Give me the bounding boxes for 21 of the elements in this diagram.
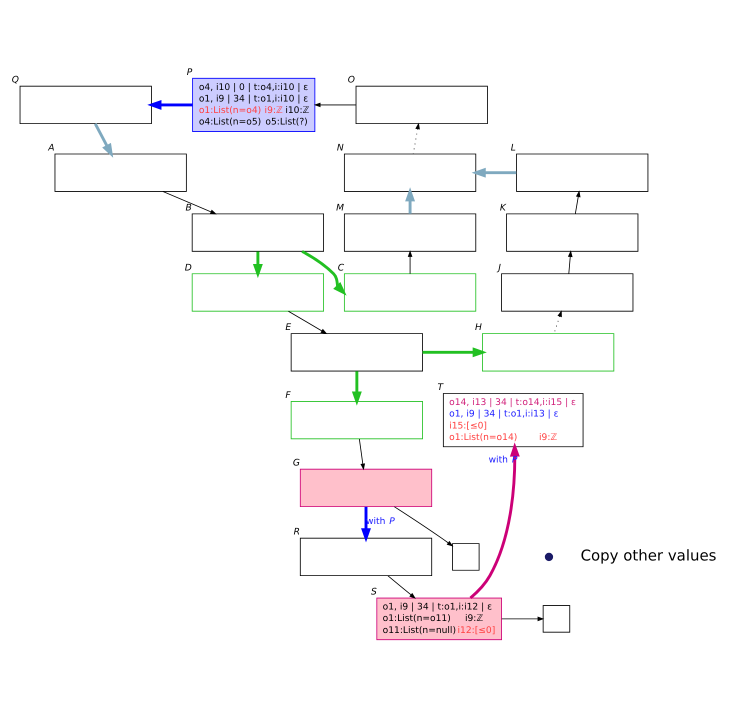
node-label: D [184,263,192,274]
node-label: A [48,143,55,154]
node-label: S [370,588,377,598]
node-label: F [285,390,291,401]
node-label: R [294,528,300,538]
node-label: H [474,323,482,334]
node-label: G [292,458,300,469]
node-label: P [186,68,192,78]
node-label: Q [12,76,19,86]
node-label: L [510,143,516,154]
node-label: C [338,263,344,274]
node-label: T [438,383,444,394]
node-label: B [186,203,192,214]
node-label: K [500,203,506,214]
edge-label: with P [488,455,518,466]
node-label: E [285,323,292,334]
node-label: N [336,143,344,154]
node-label: M [336,203,344,214]
label: Copy other values [580,546,716,565]
node-label: J [498,263,501,274]
node-label: O [348,76,355,86]
